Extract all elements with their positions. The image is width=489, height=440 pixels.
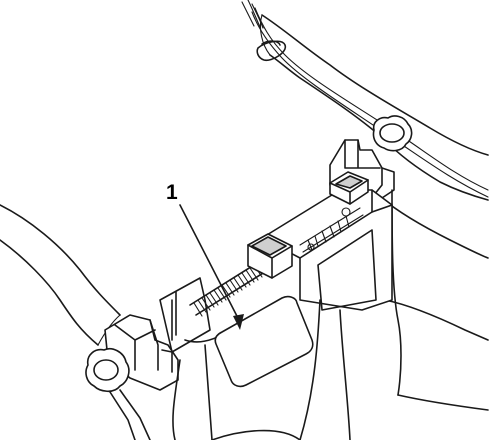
adjuster-box — [261, 189, 393, 311]
label-plate — [214, 295, 314, 388]
lower-body — [109, 299, 351, 440]
callout-arrowhead — [233, 314, 244, 330]
callout-number-1: 1 — [166, 181, 178, 204]
right-knob-icon — [372, 115, 413, 152]
upper-housing — [377, 189, 489, 411]
cable-strands — [241, 0, 264, 29]
left-knob-icon — [85, 347, 130, 393]
top-catch — [329, 171, 369, 205]
right-handle-tube — [251, 7, 489, 201]
callout-leader — [179, 204, 244, 330]
height-scale — [299, 207, 364, 253]
left-handle-tube — [0, 204, 121, 346]
slide-block — [247, 233, 293, 279]
